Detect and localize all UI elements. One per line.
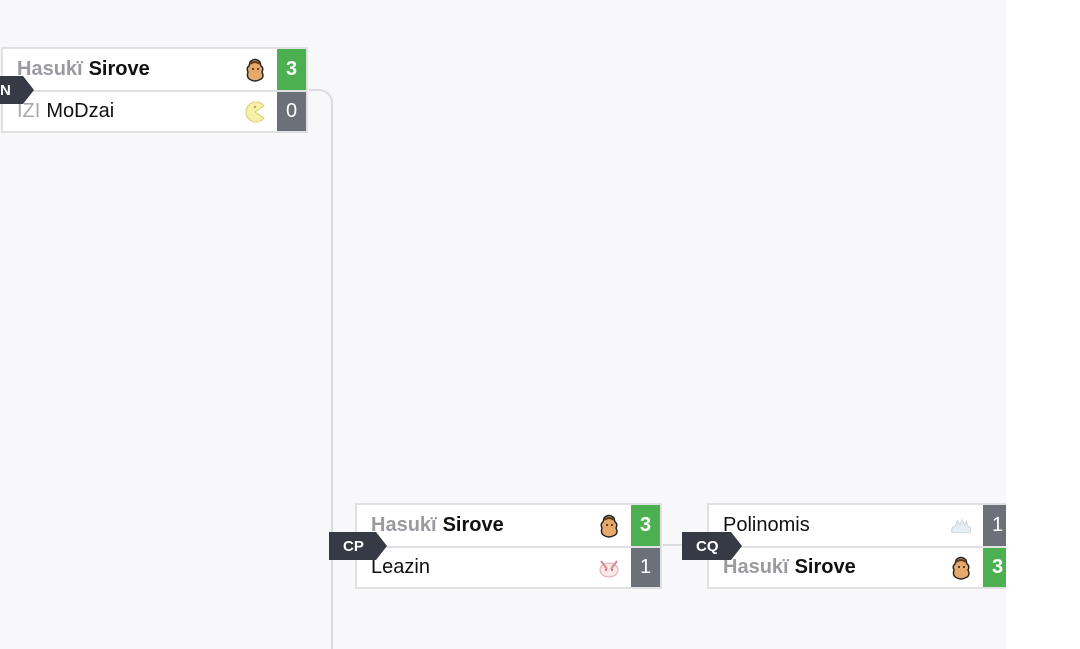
team-name: Polinomis	[709, 514, 949, 537]
monk-avatar-icon	[597, 514, 621, 538]
monk-avatar-icon	[243, 58, 267, 82]
team-tag: Hasukï	[723, 556, 789, 578]
team-score: 3	[983, 548, 1006, 587]
bunny-avatar-icon	[597, 556, 621, 580]
match-cp-team-2[interactable]: Leazin 1	[357, 546, 660, 587]
match-id-badge: N	[0, 76, 34, 104]
match-id-badge: CP	[329, 532, 387, 560]
team-score: 3	[631, 505, 660, 546]
player-name: Sirove	[88, 58, 150, 80]
team-tag: Hasukï	[371, 514, 437, 536]
match-cq-team-1[interactable]: Polinomis 1	[709, 505, 1006, 546]
team-tag: IZI	[17, 100, 41, 122]
team-score: 0	[277, 92, 306, 131]
team-tag: Hasukï	[17, 58, 83, 80]
monk-avatar-icon	[949, 556, 973, 580]
match-id-badge: CQ	[682, 532, 741, 560]
player-name: MoDzai	[46, 100, 115, 122]
team-score: 1	[983, 505, 1006, 546]
team-score: 1	[631, 548, 660, 587]
bracket-connector-n-cp	[309, 89, 333, 649]
player-name: Sirove	[442, 514, 504, 536]
player-name: Sirove	[794, 556, 856, 578]
pacman-avatar-icon	[243, 100, 267, 124]
player-name: Leazin	[371, 556, 430, 578]
team-score: 3	[277, 49, 306, 90]
cloud-avatar-icon	[949, 514, 973, 538]
team-name: Leazin	[357, 556, 597, 579]
player-name: Polinomis	[723, 514, 810, 536]
